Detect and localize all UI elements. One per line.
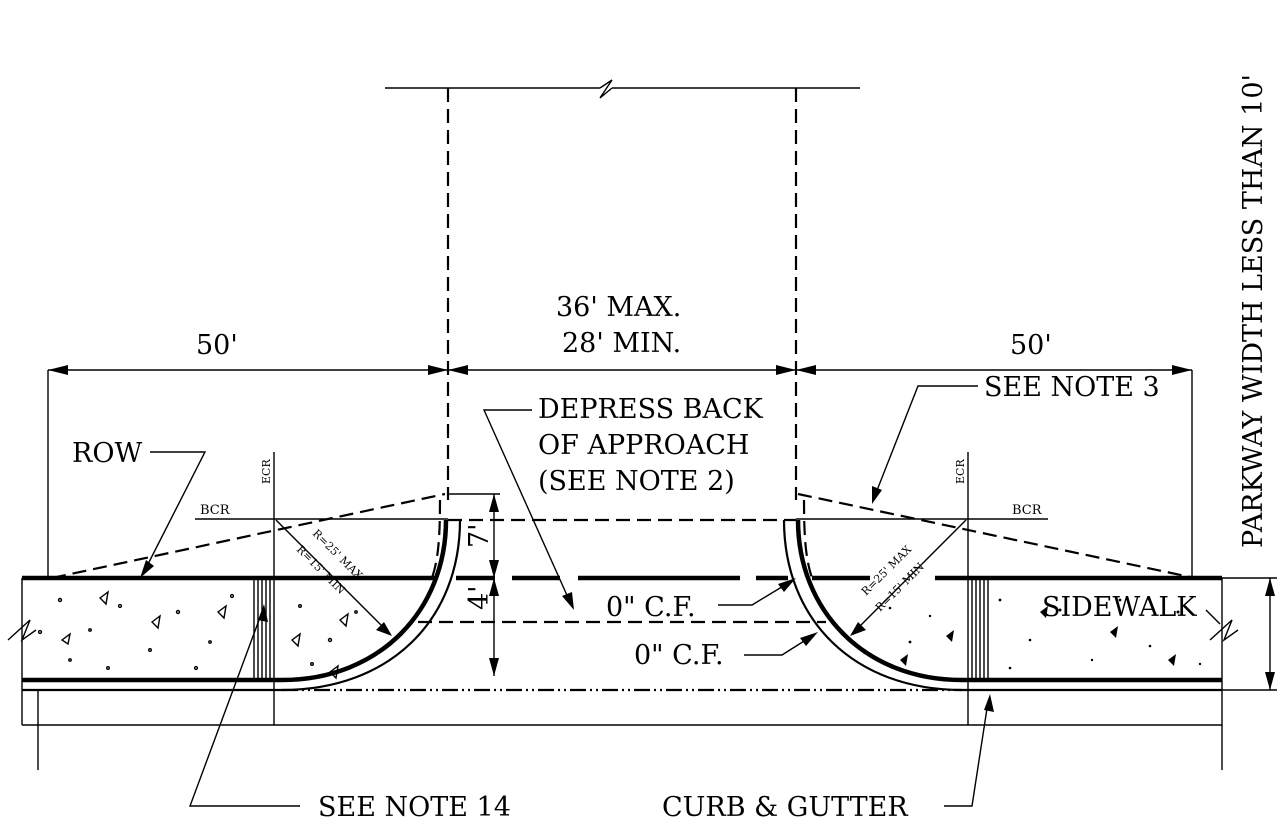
sidewalk-right [888, 580, 1202, 678]
depress-leader [482, 409, 571, 603]
row-label: ROW [72, 438, 142, 469]
break-marks [7, 619, 1239, 770]
curb-returns [281, 499, 963, 692]
cf-upper-arrow [778, 578, 796, 592]
curb-line [21, 578, 1223, 726]
cf-upper-label: 0" C.F. [606, 592, 696, 623]
cf-lower-leader [744, 635, 813, 656]
see-note-14-label: SEE NOTE 14 [318, 792, 511, 823]
left-setback-dimension: 50' [196, 330, 238, 361]
row-leader-arrow [140, 560, 154, 578]
row-leader [144, 451, 207, 571]
depress-leader-arrow [562, 592, 574, 610]
ecr-left-label: ECR [260, 459, 273, 484]
see-note-3-leader [873, 385, 978, 499]
radius-leaders [275, 519, 967, 636]
depress-label-line2: OF APPROACH [538, 430, 749, 461]
depth-4-label: 4' [464, 585, 495, 610]
see-note-3-arrow [872, 486, 882, 504]
depth-dimension [448, 493, 500, 676]
see-note-3-label: SEE NOTE 3 [984, 372, 1160, 403]
curb-gutter-arrow [984, 694, 994, 712]
bcr-right-label: BCR [1012, 503, 1043, 518]
curb-gutter-leader [944, 701, 989, 807]
curb-gutter-label: CURB & GUTTER [662, 792, 908, 823]
depress-label-line3: (SEE NOTE 2) [538, 466, 735, 497]
cf-lower-label: 0" C.F. [634, 640, 724, 671]
ecr-right-label: ECR [954, 459, 967, 484]
sidewalk-left [37, 580, 358, 680]
depress-label-line1: DEPRESS BACK [538, 394, 764, 425]
width-min-dimension: 28' MIN. [562, 328, 681, 359]
bcr-left-label: BCR [200, 503, 231, 518]
width-max-dimension: 36' MAX. [556, 292, 681, 323]
right-setback-dimension: 50' [1010, 330, 1052, 361]
flare-lines [51, 492, 1196, 624]
parkway-dimension [1222, 577, 1277, 691]
cf-lower-arrow [800, 632, 818, 646]
see-note-14-leader [188, 611, 300, 807]
dimension-line-top [47, 365, 1193, 580]
see-note-14-arrow [258, 604, 268, 622]
parkway-label: PARKWAY WIDTH LESS THAN 10' [1238, 74, 1269, 548]
cf-upper-leader [718, 581, 791, 606]
depth-7-label: 7' [464, 523, 495, 548]
driveway-edges [446, 88, 798, 500]
sidewalk-label: SIDEWALK [1042, 592, 1197, 623]
top-break-line [385, 79, 860, 99]
sidewalk-leader [1205, 609, 1221, 625]
